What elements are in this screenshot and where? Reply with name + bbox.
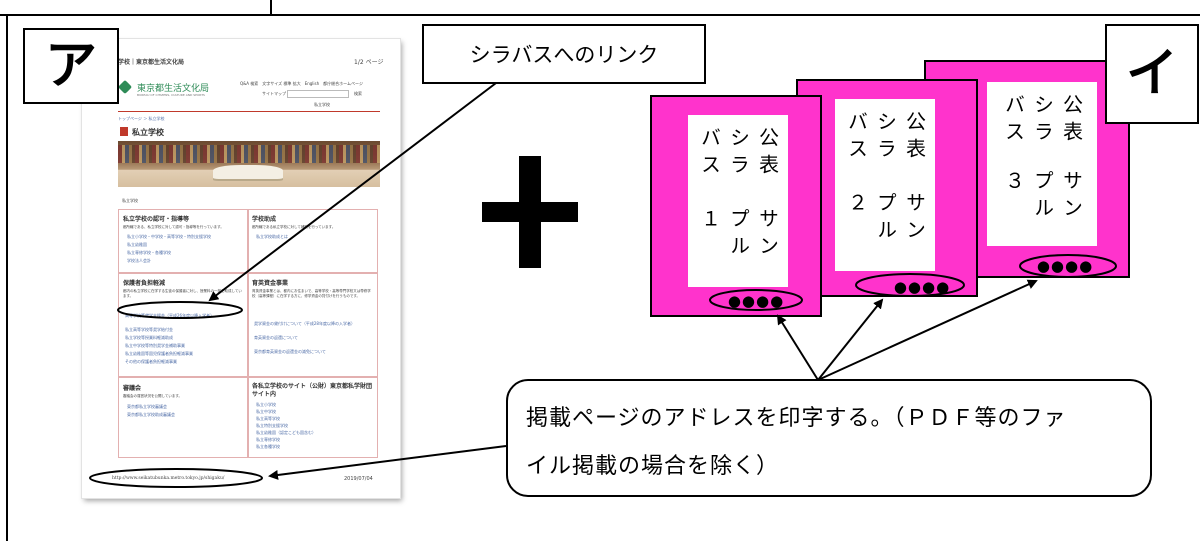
cell-link[interactable]: 私立高等学校等奨学給付金 <box>125 327 173 332</box>
cell-school-subsidy-desc: 都所轄である私立学校に対して補助を行っています。 <box>252 225 336 229</box>
cell-link[interactable]: 東京都育英資金の返還金の減免について <box>254 349 326 354</box>
logo-text: 東京都生活文化局 <box>137 84 210 94</box>
cell-link[interactable]: 私立幼稚園（認定こども園含む） <box>256 430 316 435</box>
cell-scholarship: 育英資金事業 育英資金事業とは、都内にお住まいで、高等学校・高等専門学校又は専修… <box>247 272 378 378</box>
doc-1-arrow <box>776 314 819 381</box>
syllabus-doc-1-sample: サンプル１ <box>697 207 780 262</box>
cell-link[interactable]: その他の保護者負担軽減事業 <box>125 359 177 364</box>
webpage-printout: 学校｜東京都生活文化局 1/2 ページ 東京都生活文化局 BUREAU OF C… <box>82 39 400 498</box>
cell-authorization-title: 私立学校の認可・指導等 <box>123 216 190 223</box>
cell-link[interactable]: 私立特別支援学校 <box>256 423 288 428</box>
cell-link[interactable]: 私立各種学校 <box>256 444 280 449</box>
tag-i: イ <box>1105 24 1199 124</box>
plus-sign <box>482 156 578 268</box>
address-callout-line-1: 掲載ページのアドレスを印字する。（ＰＤＦ等のファ <box>526 406 1067 431</box>
cell-council: 審議会 審議会の運営状況を公開しています。 東京都私立学校審議会 東京都私立学校… <box>118 376 249 458</box>
doc-3-arrow <box>817 279 1038 381</box>
cell-council-desc: 審議会の運営状況を公開しています。 <box>123 394 183 398</box>
page-number: 1/2 ページ <box>354 59 384 66</box>
cell-authorization-desc: 都所轄である、私立学校に対して認可・指導等を行っています。 <box>123 225 224 229</box>
page-header-title: 学校｜東京都生活文化局 <box>118 59 185 66</box>
syllabus-doc-2: 公表シラバス サンプル２ ●●●● <box>796 79 978 297</box>
cell-link[interactable]: 私立幼稚園 <box>127 242 147 247</box>
cell-link[interactable]: 東京都私立学校助成審議会 <box>127 412 175 417</box>
logo-subtext: BUREAU OF CITIZENS, CULTURE AND SPORTS <box>137 93 205 97</box>
address-print-callout: 掲載ページのアドレスを印字する。（ＰＤＦ等のファ イル掲載の場合を除く） <box>506 379 1152 497</box>
syllabus-doc-3-sample: サンプル３ <box>1001 170 1084 225</box>
frame-top-rule <box>0 14 1200 16</box>
url-ellipse <box>89 468 263 488</box>
cell-scholarship-title: 育英資金事業 <box>252 280 289 287</box>
cell-school-sites: 各私立学校のサイト（公財）東京都私学財団サイト内 私立小学校 私立中学校 私立高… <box>247 376 378 458</box>
cell-authorization: 私立学校の認可・指導等 都所轄である、私立学校に対して認可・指導等を行っています… <box>118 209 249 274</box>
section-label: 私立学校 <box>122 198 138 203</box>
cell-link[interactable]: 私立学校助成とは <box>256 234 288 239</box>
tag-a: ア <box>23 28 119 104</box>
link-ellipse <box>117 301 243 319</box>
doc-2-arrow <box>817 298 884 381</box>
cell-link[interactable]: 奨学資金の貸付けについて（平成28年度以降の入学者） <box>254 321 355 326</box>
cell-school-sites-title: 各私立学校のサイト（公財）東京都私学財団サイト内 <box>252 383 373 398</box>
cell-link[interactable]: 学校法人会計 <box>127 258 151 263</box>
cell-link[interactable]: 私立学校等授業料軽減助成 <box>125 335 173 340</box>
cell-link[interactable]: 私立幼稚園等園児保護者負担軽減事業 <box>125 351 193 356</box>
nav-rule <box>118 111 380 112</box>
doc-1-ellipse <box>709 289 803 311</box>
frame-top-left-box <box>0 0 272 14</box>
search-input[interactable] <box>287 90 349 98</box>
cell-parent-burden-title: 保護者負担軽減 <box>123 280 166 287</box>
footer-url: http://www.seikatubunka.metro.tokyo.jp/s… <box>112 476 225 481</box>
cell-link[interactable]: 私立中学校 <box>256 409 276 414</box>
cell-link[interactable]: 私立専修学校・各種学校 <box>127 250 171 255</box>
banner-image <box>118 141 380 187</box>
doc-2-ellipse <box>855 273 965 297</box>
school-icon <box>120 127 128 136</box>
syllabus-doc-1-label: 公表シラバス サンプル１ <box>688 115 788 287</box>
url-arrow <box>268 445 507 480</box>
cell-parent-burden-desc: 都内の私立学校に在学する生徒の保護者に対し、授業料の一部を助成しています。 <box>123 289 242 298</box>
cell-scholarship-desc: 育英資金事業とは、都内にお住まいで、高等学校・高等専門学校又は専修学校（高等課程… <box>252 289 371 298</box>
top-links[interactable]: Q&A 検索 文字サイズ 標準 拡大 English 都庁総合ホームページ <box>240 81 363 86</box>
cell-link[interactable]: 私立高等学校 <box>256 416 280 421</box>
cell-link[interactable]: 私立専修学校 <box>256 437 280 442</box>
page-title: 私立学校 <box>132 128 164 137</box>
cell-school-subsidy: 学校助成 都所轄である私立学校に対して補助を行っています。 私立学校助成とは <box>247 209 378 274</box>
cell-link[interactable]: 育英資金の返還について <box>254 335 298 340</box>
cell-link[interactable]: 私立小学校・中学校・高等学校・特別支援学校 <box>127 234 211 239</box>
syllabus-link-target[interactable]: 高等学校等就学支援金（平成26年度以降入学者） <box>125 313 215 318</box>
search-button[interactable]: 検索 <box>354 91 362 96</box>
cell-council-title: 審議会 <box>123 385 142 392</box>
syllabus-doc-3-dots: ●●●● <box>1036 257 1094 275</box>
syllabus-doc-3-label: 公表シラバス サンプル３ <box>987 82 1097 246</box>
open-book <box>213 165 283 179</box>
address-callout-line-2: イル掲載の場合を除く） <box>526 454 780 479</box>
cell-parent-burden: 保護者負担軽減 都内の私立学校に在学する生徒の保護者に対し、授業料の一部を助成し… <box>118 272 249 378</box>
syllabus-link-callout: シラバスへのリンク <box>422 24 706 84</box>
syllabus-doc-2-dots: ●●●● <box>893 278 951 296</box>
syllabus-doc-3-title: 公表シラバス <box>1001 94 1084 148</box>
syllabus-doc-1-title: 公表シラバス <box>697 127 780 181</box>
nav-item-private-schools[interactable]: 私立学校 <box>314 102 330 107</box>
cell-link[interactable]: 私立小学校 <box>256 402 276 407</box>
syllabus-doc-2-label: 公表シラバス サンプル２ <box>835 99 935 271</box>
syllabus-doc-2-title: 公表シラバス <box>844 111 927 165</box>
breadcrumb[interactable]: トップページ ＞ 私立学校 <box>118 116 165 121</box>
cell-school-subsidy-title: 学校助成 <box>252 216 277 223</box>
cell-link[interactable]: 東京都私立学校審議会 <box>127 404 167 409</box>
link-arrow <box>208 79 501 302</box>
sitemap-link[interactable]: サイトマップ <box>262 91 286 96</box>
footer-date: 2019/07/04 <box>344 476 373 482</box>
syllabus-doc-1: 公表シラバス サンプル１ ●●●● <box>650 95 822 317</box>
cell-link[interactable]: 私立中学校等特別奨学金補助事業 <box>125 343 185 348</box>
bookshelf <box>118 145 380 163</box>
syllabus-doc-1-dots: ●●●● <box>727 292 785 310</box>
frame-left-rule <box>6 14 8 541</box>
syllabus-doc-2-sample: サンプル２ <box>844 191 927 246</box>
doc-3-ellipse <box>1019 254 1117 278</box>
